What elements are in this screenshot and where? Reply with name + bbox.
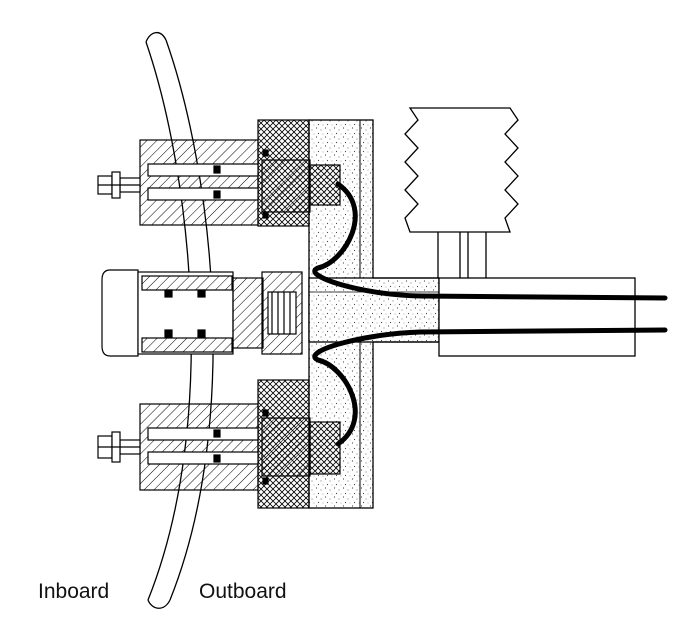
outboard-label: Outboard — [199, 580, 287, 603]
lower-feedthrough — [97, 379, 341, 509]
upper-feedthrough — [97, 119, 341, 227]
cables — [312, 181, 668, 447]
lower-cable — [312, 327, 668, 447]
outlet-tube — [373, 277, 636, 357]
inboard-label: Inboard — [38, 580, 110, 603]
upper-cable — [312, 181, 668, 301]
bellows — [404, 107, 519, 278]
center-connector — [101, 269, 303, 357]
